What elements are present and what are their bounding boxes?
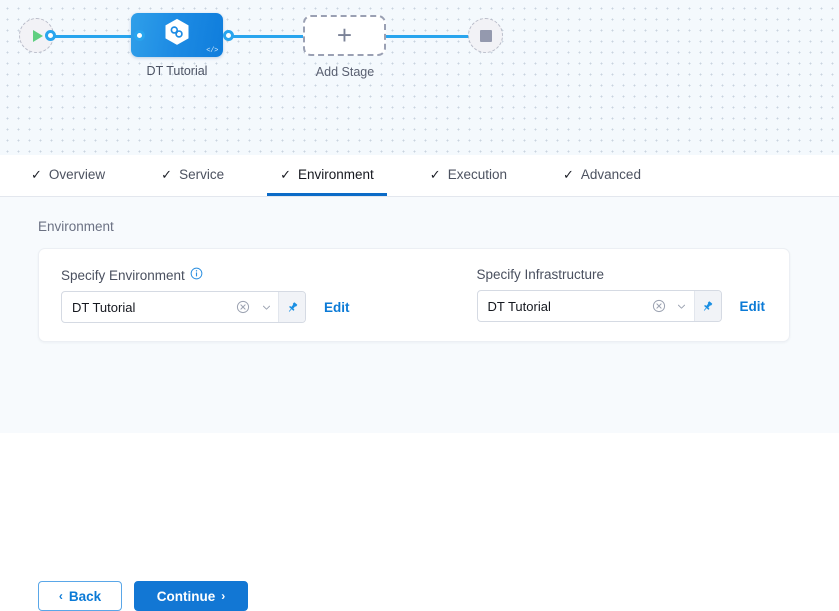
tab-label: Service — [179, 166, 225, 182]
specify-infrastructure-row: DT Tutorial — [476, 290, 766, 322]
check-icon: ✓ — [31, 166, 42, 182]
label-text: Specify Infrastructure — [476, 267, 605, 282]
edge-start-to-stage — [44, 35, 140, 38]
stage-node-label: DT Tutorial — [146, 64, 208, 78]
clear-circle-icon[interactable] — [232, 292, 254, 322]
specify-environment-row: DT Tutorial — [61, 291, 350, 323]
check-icon: ✓ — [563, 166, 574, 182]
check-icon: ✓ — [429, 166, 441, 182]
chevron-down-icon[interactable] — [254, 292, 278, 322]
end-node[interactable] — [468, 18, 503, 53]
tab-advanced[interactable]: ✓ Advanced — [550, 155, 654, 196]
section-title: Environment — [38, 219, 114, 234]
back-button[interactable]: ‹ Back — [38, 581, 122, 611]
infrastructure-select[interactable]: DT Tutorial — [476, 290, 722, 322]
chevron-left-icon: ‹ — [58, 589, 63, 603]
specify-environment-label: Specify Environment — [61, 267, 350, 283]
tab-overview[interactable]: ✓ Overview — [18, 155, 118, 196]
edge-stage-to-add — [228, 35, 306, 38]
check-icon: ✓ — [280, 166, 291, 182]
chevron-down-icon[interactable] — [670, 291, 694, 321]
label-text: Specify Environment — [61, 267, 185, 283]
stage-node-dt-tutorial[interactable]: </> — [131, 13, 223, 57]
environment-pin-icon[interactable] — [278, 292, 305, 322]
canvas-graph: </> DT Tutorial + Add Stage — [0, 0, 839, 155]
add-stage-button[interactable]: + — [303, 15, 386, 56]
specify-infrastructure-group: Specify Infrastructure DT Tutorial — [476, 267, 766, 323]
stage-config-tabs: ✓ Overview ✓ Service ✓ Environment ✓ Exe… — [0, 155, 839, 197]
info-circle-icon[interactable] — [190, 267, 203, 283]
add-stage-label: Add Stage — [315, 65, 375, 79]
plus-icon: + — [336, 19, 353, 50]
continue-button[interactable]: Continue › — [134, 581, 248, 611]
hexagon-link-icon — [164, 18, 190, 51]
infrastructure-value[interactable]: DT Tutorial — [487, 298, 551, 314]
tab-label: Overview — [48, 166, 106, 182]
infrastructure-pin-icon[interactable] — [693, 291, 721, 321]
pipeline-canvas[interactable]: </> DT Tutorial + Add Stage — [0, 0, 839, 155]
check-icon: ✓ — [161, 166, 173, 182]
tab-label: Environment — [298, 166, 374, 182]
continue-button-label: Continue — [156, 588, 216, 604]
code-badge-icon: </> — [206, 47, 218, 55]
environment-value[interactable]: DT Tutorial — [72, 299, 136, 315]
chevron-right-icon: › — [221, 589, 226, 603]
specify-environment-group: Specify Environment DT Tutorial — [61, 267, 350, 323]
tab-environment[interactable]: ✓ Environment — [267, 155, 387, 196]
connector-dot-stage-in[interactable] — [134, 30, 145, 41]
connector-dot-start-out[interactable] — [45, 30, 56, 41]
environment-card: Specify Environment DT Tutorial — [38, 248, 790, 342]
tab-service[interactable]: ✓ Service — [148, 155, 237, 196]
tab-label: Execution — [447, 166, 507, 182]
infrastructure-edit-link[interactable]: Edit — [739, 298, 766, 314]
environment-edit-link[interactable]: Edit — [324, 299, 350, 315]
back-button-label: Back — [68, 588, 102, 604]
tab-execution[interactable]: ✓ Execution — [417, 155, 520, 196]
stop-icon — [479, 29, 492, 42]
clear-circle-icon[interactable] — [648, 291, 670, 321]
environment-select[interactable]: DT Tutorial — [61, 291, 306, 323]
wizard-footer: ‹ Back Continue › — [38, 581, 248, 611]
environment-tab-content: Environment Specify Environment — [0, 197, 839, 611]
specify-infrastructure-label: Specify Infrastructure — [477, 267, 766, 282]
tab-label: Advanced — [580, 166, 641, 182]
edge-add-to-end — [385, 35, 475, 38]
connector-dot-stage-out[interactable] — [223, 30, 234, 41]
play-icon — [33, 29, 43, 42]
